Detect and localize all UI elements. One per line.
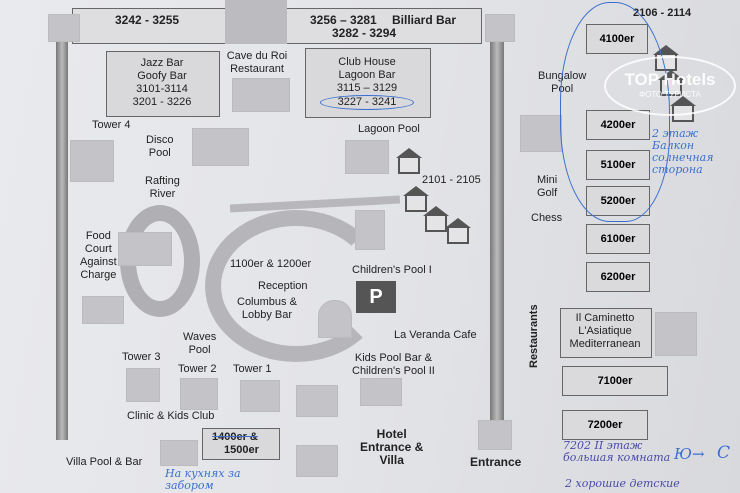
rooms-3256: 3256 – 3281 [310,13,377,27]
handwritten-kids-note: 2 хорошие детские [565,477,680,490]
gate-icon [48,14,80,42]
kids-pool: Kids Pool Bar &Children's Pool II [352,352,435,377]
pool-image [82,296,124,324]
rooms-1400: 1400er & [212,431,258,443]
slide-image [355,210,385,250]
billiard-bar: Billiard Bar [392,13,457,27]
house-icon [423,206,449,232]
direction-north: С [717,443,731,463]
rooms-3282: 3282 - 3294 [332,26,397,40]
waiter-image [655,312,697,356]
tower-image [70,140,114,182]
villa-pool-bar: Villa Pool & Bar [66,456,143,468]
tower-2: Tower 2 [178,363,217,375]
direction-south: Ю [674,445,692,463]
gate-icon [485,14,515,42]
rooms-1400-box [202,428,280,460]
gate-image [296,445,338,477]
tower-3: Tower 3 [122,351,161,363]
rooms-2101: 2101 - 2105 [422,174,481,186]
reception: Reception [258,280,308,292]
entrance: Entrance [470,455,522,469]
right-road [490,40,504,425]
rooms-3242: 3242 - 3255 [115,13,180,27]
restaurants-label: Restaurants [528,304,540,368]
jazz-bar-box [106,51,220,117]
rooms-6200: 6200er [586,262,650,292]
villa-image [160,440,198,466]
direction-arrow: → [692,445,705,463]
dome-image [318,300,352,338]
restaurants-box [560,308,652,358]
building-image [296,385,338,417]
restaurant-image [232,78,290,112]
childrens-pool-1: Children's Pool I [352,264,432,276]
parking-sign: P [356,281,396,313]
tower-1: Tower 1 [233,363,272,375]
kids-pool-image [360,378,402,406]
tower-4: Tower 4 [92,119,131,131]
pool-image [192,128,249,166]
la-veranda: La Veranda Cafe [394,329,477,341]
rooms-2106: 2106 - 2114 [633,7,692,19]
food-image [118,232,172,266]
rooms-6100: 6100er [586,224,650,254]
clinic-kids-club: Clinic & Kids Club [127,410,215,422]
left-road [56,40,68,440]
tophotels-watermark: TOP Hotels ФОТО ТУРИСТА [604,56,736,116]
chess: Chess [531,212,563,224]
tower-image [126,368,160,402]
lagoon-pool-image [345,140,389,174]
house-icon [403,186,429,212]
house-icon [396,148,422,174]
golfer-image [520,115,562,152]
rooms-7200: 7200er [562,410,648,440]
tower-image [180,378,218,410]
house-icon [445,218,471,244]
columbus-lobby: Columbus &Lobby Bar [237,296,297,321]
rooms-1500: 1500er [224,444,259,456]
rooms-7100: 7100er [562,366,668,396]
tower-image [240,380,280,412]
gate-icon [478,420,512,450]
rooms-1100: 1100er & 1200er [230,258,312,270]
arch-gate-image [225,0,287,44]
lagoon-pool: Lagoon Pool [358,123,420,135]
